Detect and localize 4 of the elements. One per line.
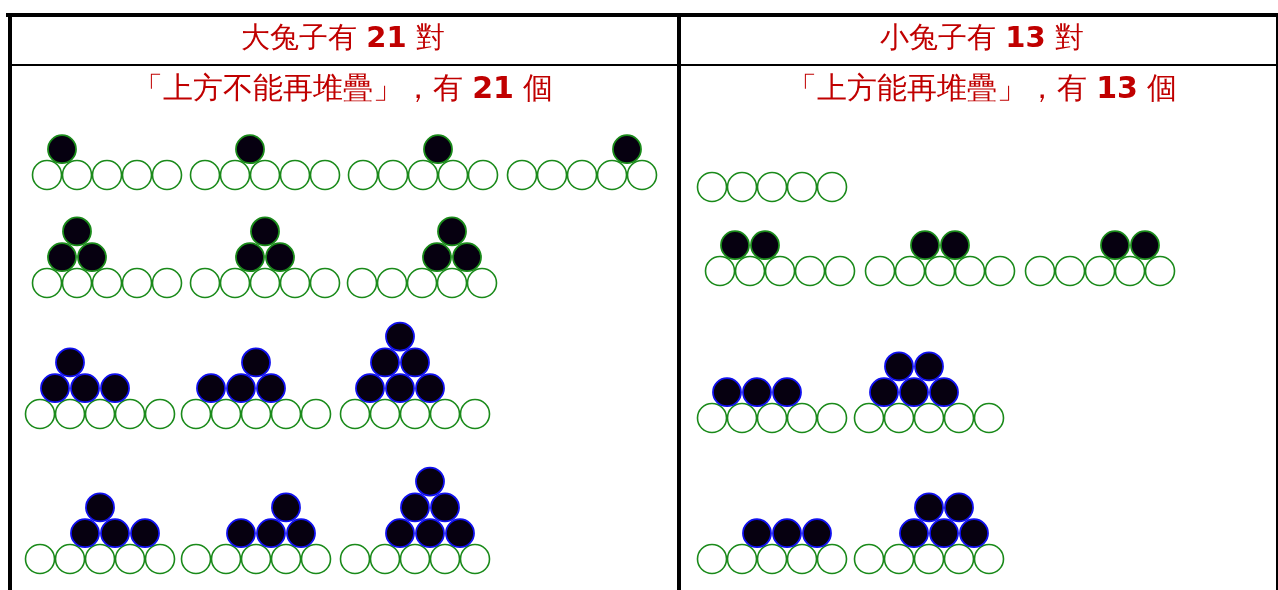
subheading: 「上方不能再堆疊」，有 21 個 <box>132 70 554 106</box>
column-heading: 小兔子有 13 對 <box>880 20 1084 55</box>
column-heading: 大兔子有 21 對 <box>241 20 445 55</box>
subheading: 「上方能再堆疊」，有 13 個 <box>786 70 1178 106</box>
